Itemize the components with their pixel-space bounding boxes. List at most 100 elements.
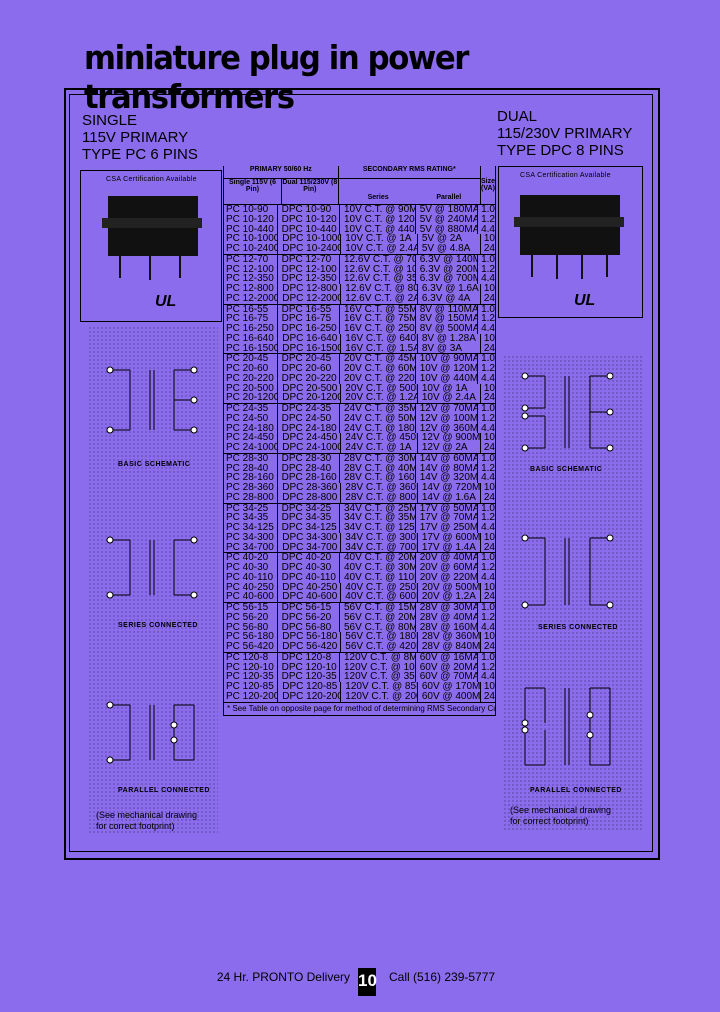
- parallel-rating: 14V @ 1.6A: [418, 492, 481, 503]
- size-va: 1.0: [481, 303, 495, 315]
- series-rating: 34V C.T. @ 25MA: [340, 503, 416, 514]
- dual-model: DPC 120-85: [278, 682, 342, 692]
- parallel-rating: 8V @ 150MA: [416, 314, 479, 324]
- single-model: PC 56-20: [224, 612, 278, 623]
- dual-model: DPC 34-25: [278, 503, 340, 514]
- size-va: 24: [483, 292, 495, 304]
- parallel-rating: 20V @ 220MA: [416, 572, 479, 583]
- dual-model: DPC 10-90: [278, 205, 340, 215]
- series-rating: 34V C.T. @ 700MA: [341, 542, 418, 553]
- series-rating: 120V C.T. @ 35MA: [340, 672, 416, 682]
- dual-model: DPC 12-800: [278, 284, 342, 294]
- parallel-rating: 20V @ 40MA: [416, 553, 479, 563]
- footer-phone: Call (516) 239-5777: [389, 970, 496, 984]
- header-dual: Dual 115/230V (8 Pin): [282, 179, 338, 193]
- size-va: 24: [483, 442, 495, 453]
- dual-model: DPC 10-120: [278, 214, 340, 225]
- header-parallel: Parallel: [436, 194, 462, 201]
- dual-model: DPC 28-160: [278, 473, 340, 483]
- header-series: Series: [367, 194, 389, 201]
- series-rating: 28V C.T. @ 30MA: [340, 453, 416, 464]
- parallel-rating: 20V @ 60MA: [416, 563, 479, 573]
- single-model: PC 12-2000: [226, 293, 279, 304]
- series-rating: 120V C.T. @ 10MA: [340, 662, 416, 673]
- series-rating: 16V C.T. @ 75MA: [340, 314, 416, 324]
- parallel-rating: 14V @ 720MA: [418, 483, 481, 493]
- size-va: 10: [483, 581, 495, 593]
- single-model: PC 24-50: [224, 413, 278, 424]
- single-model: PC 10-440: [224, 224, 278, 235]
- single-model: PC 16-1500: [226, 343, 279, 354]
- parallel-rating: 17V @ 250MA: [416, 523, 479, 533]
- dual-panel-title: DUAL 115/230V PRIMARY TYPE DPC 8 PINS: [497, 108, 633, 159]
- size-va: 1.2: [481, 611, 495, 623]
- single-model: PC 40-20: [224, 553, 278, 563]
- dual-model: DPC 16-640: [278, 333, 342, 344]
- size-va: 1.0: [481, 552, 495, 564]
- series-rating: 24V C.T. @ 450MA: [341, 433, 418, 443]
- single-model: PC 10-2400: [226, 244, 279, 254]
- dual-footprint-note: (See mechanical drawing for correct foot…: [510, 805, 612, 826]
- single-model: PC 34-25: [224, 503, 278, 514]
- dual-model: DPC 20-220: [278, 373, 340, 384]
- dual-parallel-label: PARALLEL CONNECTED: [530, 787, 622, 794]
- single-model: PC 28-360: [224, 483, 279, 493]
- size-va: 1.2: [481, 363, 495, 374]
- parallel-rating: 12V @ 2A: [418, 443, 481, 453]
- header-secondary: SECONDARY RMS RATING*: [338, 166, 480, 179]
- parallel-rating: 17V @ 70MA: [416, 513, 479, 523]
- parallel-rating: 6.3V @ 700MA: [416, 274, 479, 284]
- parallel-rating: 60V @ 170MA: [418, 682, 481, 692]
- series-rating: 40V C.T. @ 600MA: [341, 592, 418, 602]
- parallel-rating: 12V @ 100MA: [416, 413, 479, 424]
- size-va: 1.0: [481, 403, 495, 414]
- series-rating: 16V C.T. @ 250MA: [340, 324, 416, 334]
- series-rating: 12.6V C.T. @ 100MA: [340, 264, 416, 275]
- single-model: PC 24-1000: [226, 443, 279, 453]
- size-va: 24: [483, 491, 495, 503]
- series-rating: 34V C.T. @ 300MA: [341, 532, 418, 543]
- parallel-rating: 12V @ 360MA: [416, 423, 479, 434]
- size-va: 1.2: [481, 562, 495, 573]
- size-va: 1.2: [481, 512, 495, 524]
- dual-model: DPC 16-1500: [278, 343, 342, 354]
- series-rating: 56V C.T. @ 180MA: [341, 632, 418, 642]
- size-va: 4.4: [481, 273, 495, 285]
- size-va: 1.0: [481, 651, 495, 663]
- dual-model: DPC 24-1000: [278, 443, 342, 453]
- single-model: PC 10-1000: [226, 234, 279, 244]
- dual-model: DPC 40-250: [278, 582, 342, 593]
- series-rating: 120V C.T. @ 8MA: [340, 652, 416, 663]
- dual-model: DPC 56-20: [278, 612, 340, 623]
- single-csa-label: CSA Certification Available: [106, 176, 197, 183]
- size-va: 4.4: [481, 671, 495, 683]
- size-va: 1.0: [481, 353, 495, 365]
- parallel-rating: 10V @ 90MA: [416, 354, 479, 364]
- single-footprint-note: (See mechanical drawing for correct foot…: [96, 810, 198, 831]
- parallel-rating: 10V @ 2.4A: [418, 393, 481, 403]
- single-parallel-schematic-icon: [106, 701, 195, 764]
- size-va: 10: [483, 233, 495, 245]
- svg-text:UL: UL: [155, 293, 176, 308]
- parallel-rating: 6.3V @ 4A: [418, 293, 481, 304]
- series-rating: 40V C.T. @ 250MA: [341, 582, 418, 593]
- parallel-rating: 14V @ 60MA: [416, 453, 479, 464]
- dual-model: DPC 28-360: [278, 483, 342, 493]
- single-model: PC 56-15: [224, 603, 278, 613]
